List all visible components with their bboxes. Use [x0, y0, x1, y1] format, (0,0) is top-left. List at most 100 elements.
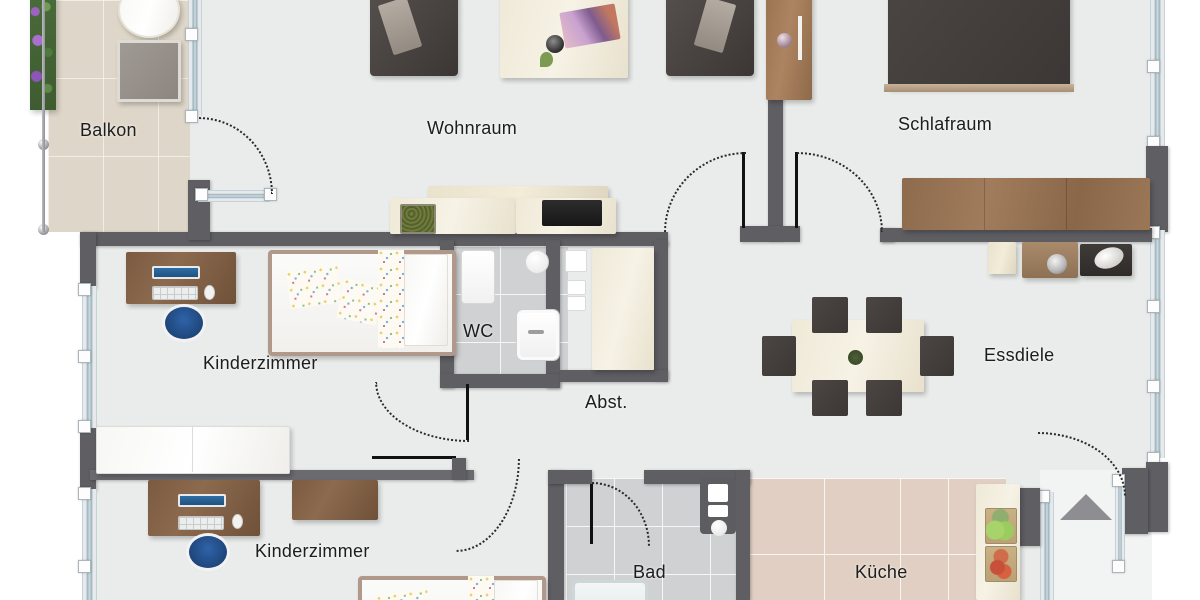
- window-mullion: [185, 110, 198, 123]
- room-label-kueche: Küche: [855, 562, 908, 582]
- window-mullion: [1147, 60, 1160, 73]
- wall-abst-right: [654, 240, 668, 380]
- wall-bad-left: [548, 470, 564, 600]
- room-label-bad: Bad: [633, 562, 666, 582]
- wall-right-outer-mid: [1146, 146, 1168, 232]
- balcony-railing-icon: [42, 0, 45, 232]
- door-leaf-right[interactable]: [795, 152, 798, 228]
- bad-sink: [711, 520, 727, 536]
- wardrobe-2: [96, 426, 290, 474]
- room-label-wohnraum: Wohnraum: [427, 118, 518, 138]
- bed-runner: [378, 250, 404, 348]
- window-balcony-door[interactable]: [188, 0, 202, 116]
- table-centerpiece: [848, 350, 863, 365]
- window-entry-inner[interactable]: [1115, 478, 1125, 566]
- bed-2-runner: [468, 576, 494, 600]
- door-glass-strip: [798, 16, 802, 60]
- bad-shelf-box-2: [708, 505, 728, 517]
- window-mullion: [185, 28, 198, 41]
- desk-chair: [162, 304, 206, 342]
- television: [542, 200, 602, 226]
- bathtub: [572, 580, 648, 600]
- planter: [400, 204, 436, 234]
- monitor-2: [178, 494, 226, 507]
- window-right-upper[interactable]: [1150, 0, 1165, 152]
- storage-cabinet: [592, 248, 654, 370]
- dining-chair-bottom-right: [866, 380, 902, 416]
- vegetable-crate-green: [985, 508, 1017, 544]
- window-mullion: [78, 283, 91, 296]
- decor-bowl: [546, 35, 564, 53]
- wall-left-outer-upper: [80, 232, 96, 288]
- door-leaf-corridor[interactable]: [372, 456, 456, 459]
- balcony-floor: [48, 0, 190, 232]
- wall-middle-horizontal: [90, 470, 474, 480]
- window-mullion: [78, 487, 91, 500]
- dining-chair-left: [762, 336, 796, 376]
- dining-chair-top-right: [866, 297, 902, 333]
- wall-wc-bottom: [440, 374, 560, 388]
- mouse-2: [232, 514, 243, 529]
- room-label-kinderzimmer-1: Kinderzimmer: [203, 353, 318, 373]
- wall-schlafraum-bottom: [880, 228, 1152, 242]
- sink: [525, 250, 549, 274]
- shelf-box-mid: [567, 280, 586, 295]
- monitor: [152, 266, 200, 279]
- keyboard: [152, 286, 198, 300]
- window-left-lower[interactable]: [82, 489, 97, 600]
- desk-chair-2: [186, 533, 230, 571]
- window-mullion: [78, 420, 91, 433]
- room-label-abst: Abst.: [585, 392, 628, 412]
- lounge-chair: [117, 40, 181, 102]
- washbasin: [517, 310, 559, 360]
- wall-bad-right: [736, 470, 750, 600]
- room-label-essdiele: Essdiele: [984, 345, 1055, 365]
- room-label-wc: WC: [463, 321, 494, 341]
- toilet: [461, 250, 495, 304]
- decor-leaf: [540, 52, 553, 67]
- bad-shelf-box-1: [708, 484, 728, 502]
- wall-abst-bottom: [560, 370, 668, 382]
- window-mullion: [78, 350, 91, 363]
- dining-chair-bottom-left: [812, 380, 848, 416]
- shelf-2: [292, 480, 378, 520]
- room-label-schlafraum: Schlafraum: [898, 114, 993, 134]
- shelf-box-low: [567, 296, 586, 311]
- window-entry-right[interactable]: [1040, 492, 1054, 600]
- bed-pillow: [285, 264, 343, 310]
- bed-duvet: [404, 254, 448, 346]
- room-label-balkon: Balkon: [80, 120, 137, 140]
- stair-direction-arrow-icon: [1060, 494, 1112, 520]
- vegetable-crate-red: [985, 546, 1017, 582]
- mouse: [204, 285, 215, 300]
- wall-right-outer-lower: [1146, 462, 1168, 532]
- window-mullion: [1147, 380, 1160, 393]
- bed-2-duvet: [494, 580, 538, 600]
- wall-entry-right-post: [1122, 468, 1148, 534]
- bed-pillow-2: [336, 278, 384, 326]
- shelf-box-top: [565, 250, 587, 272]
- wall-bad-top-left: [548, 470, 592, 484]
- wardrobe: [902, 178, 1150, 230]
- room-label-kinderzimmer-2: Kinderzimmer: [255, 541, 370, 561]
- window-mullion: [78, 560, 91, 573]
- wall-entry-corridor-foot: [740, 226, 800, 242]
- window-right-lower[interactable]: [1150, 230, 1165, 458]
- window-mullion: [1147, 300, 1160, 313]
- dresser-plate: [1047, 254, 1067, 274]
- door-knob-icon: [777, 33, 792, 48]
- wall-left-outer-mid: [80, 425, 96, 491]
- wardrobe-divider: [984, 178, 985, 230]
- entrance-door[interactable]: [766, 0, 812, 100]
- wardrobe-divider: [1066, 178, 1067, 230]
- bed-headboard: [884, 84, 1074, 92]
- wall-upper-horizontal-left: [80, 232, 668, 246]
- dining-chair-right: [920, 336, 954, 376]
- double-bed: [888, 0, 1070, 88]
- wardrobe-2-divider: [192, 426, 193, 472]
- dining-chair-top-left: [812, 297, 848, 333]
- washbasin-tap: [528, 330, 544, 334]
- nightstand: [988, 242, 1016, 274]
- keyboard-2: [178, 516, 224, 530]
